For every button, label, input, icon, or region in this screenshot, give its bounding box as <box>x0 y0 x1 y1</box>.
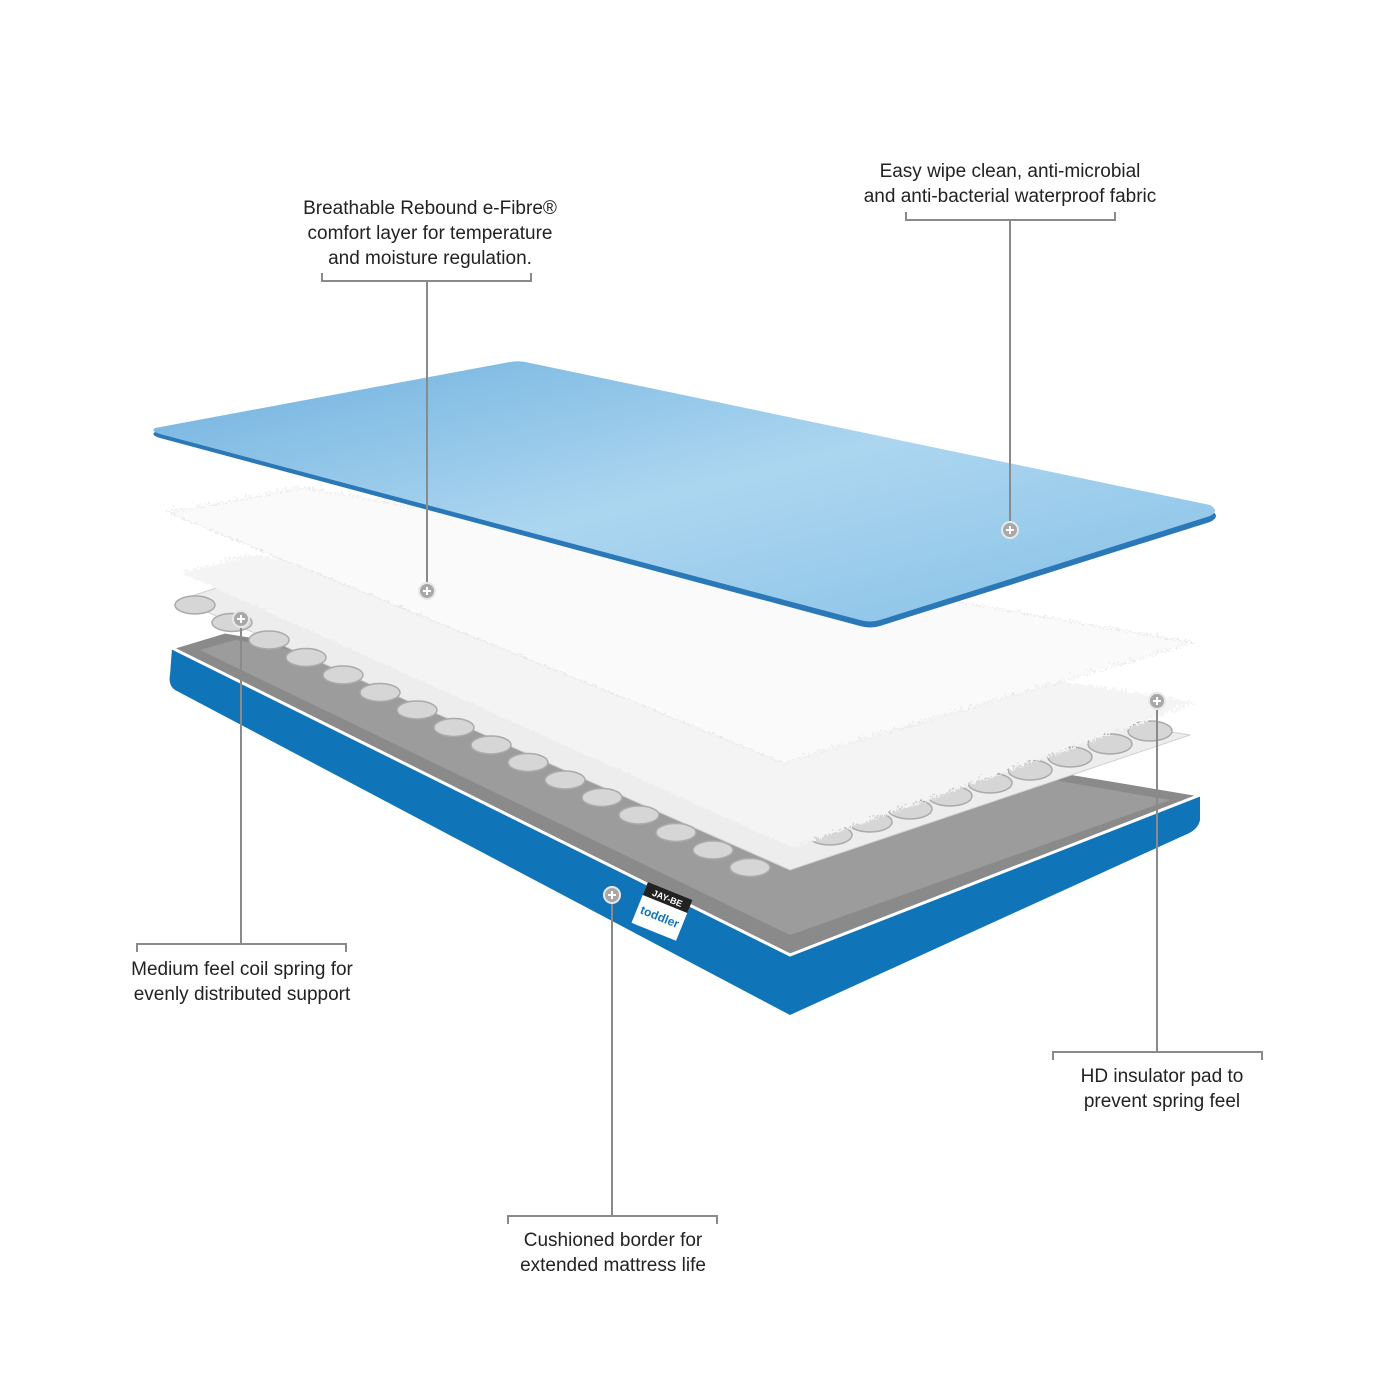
coil-spring <box>433 717 475 738</box>
coil-spring <box>396 700 438 720</box>
coil-spring <box>322 665 364 685</box>
waterproof-cover <box>153 361 1216 628</box>
callout-insulator: HD insulator pad to prevent spring feel <box>1081 1064 1244 1114</box>
coil-spring <box>618 805 660 825</box>
callout-line: Medium feel coil spring for <box>131 959 353 980</box>
callout-line: extended mattress life <box>520 1255 706 1276</box>
plus-marker-icon[interactable] <box>418 582 436 600</box>
leader-insulator <box>1052 708 1263 1060</box>
callout-line: evenly distributed support <box>133 984 351 1005</box>
callout-coil-spring: Medium feel coil spring for evenly distr… <box>131 957 353 1007</box>
callout-fabric: Easy wipe clean, anti-microbial and anti… <box>864 159 1157 209</box>
callout-line: Breathable Rebound e-Fibre® <box>303 198 557 219</box>
coil-spring <box>248 630 290 650</box>
plus-marker-icon[interactable] <box>603 886 621 904</box>
leader-comfort-layer <box>321 273 532 584</box>
coil-spring <box>729 857 771 878</box>
callout-line: prevent spring feel <box>1083 1091 1241 1112</box>
callout-line: comfort layer for temperature <box>307 223 553 244</box>
coil-spring <box>285 647 327 668</box>
coil-spring <box>544 770 586 790</box>
coil-spring <box>1087 733 1133 755</box>
coil-spring <box>581 787 623 808</box>
coil-spring <box>1047 746 1093 768</box>
coil-spring <box>692 840 734 860</box>
callout-line: HD insulator pad to <box>1080 1066 1244 1087</box>
coil-spring <box>1127 720 1173 742</box>
leader-fabric <box>905 212 1116 523</box>
callout-line: and moisture regulation. <box>328 248 532 269</box>
callout-line: Cushioned border for <box>523 1230 703 1251</box>
coil-spring <box>1007 759 1053 781</box>
callout-border: Cushioned border for extended mattress l… <box>520 1228 706 1278</box>
callout-line: and anti-bacterial waterproof fabric <box>863 186 1157 207</box>
coil-spring <box>174 595 216 615</box>
coil-spring <box>655 822 697 843</box>
leader-coil-spring <box>136 626 347 952</box>
plus-marker-icon[interactable] <box>232 610 250 628</box>
callout-comfort-layer: Breathable Rebound e-Fibre® comfort laye… <box>303 196 557 271</box>
fibre-comfort-layer <box>163 484 1195 845</box>
plus-marker-icon[interactable] <box>1148 692 1166 710</box>
leader-border <box>507 902 718 1224</box>
callout-line: Easy wipe clean, anti-microbial <box>879 161 1141 182</box>
coil-spring <box>359 682 401 703</box>
plus-marker-icon[interactable] <box>1001 521 1019 539</box>
coil-spring <box>470 735 512 755</box>
coil-spring <box>507 752 549 773</box>
